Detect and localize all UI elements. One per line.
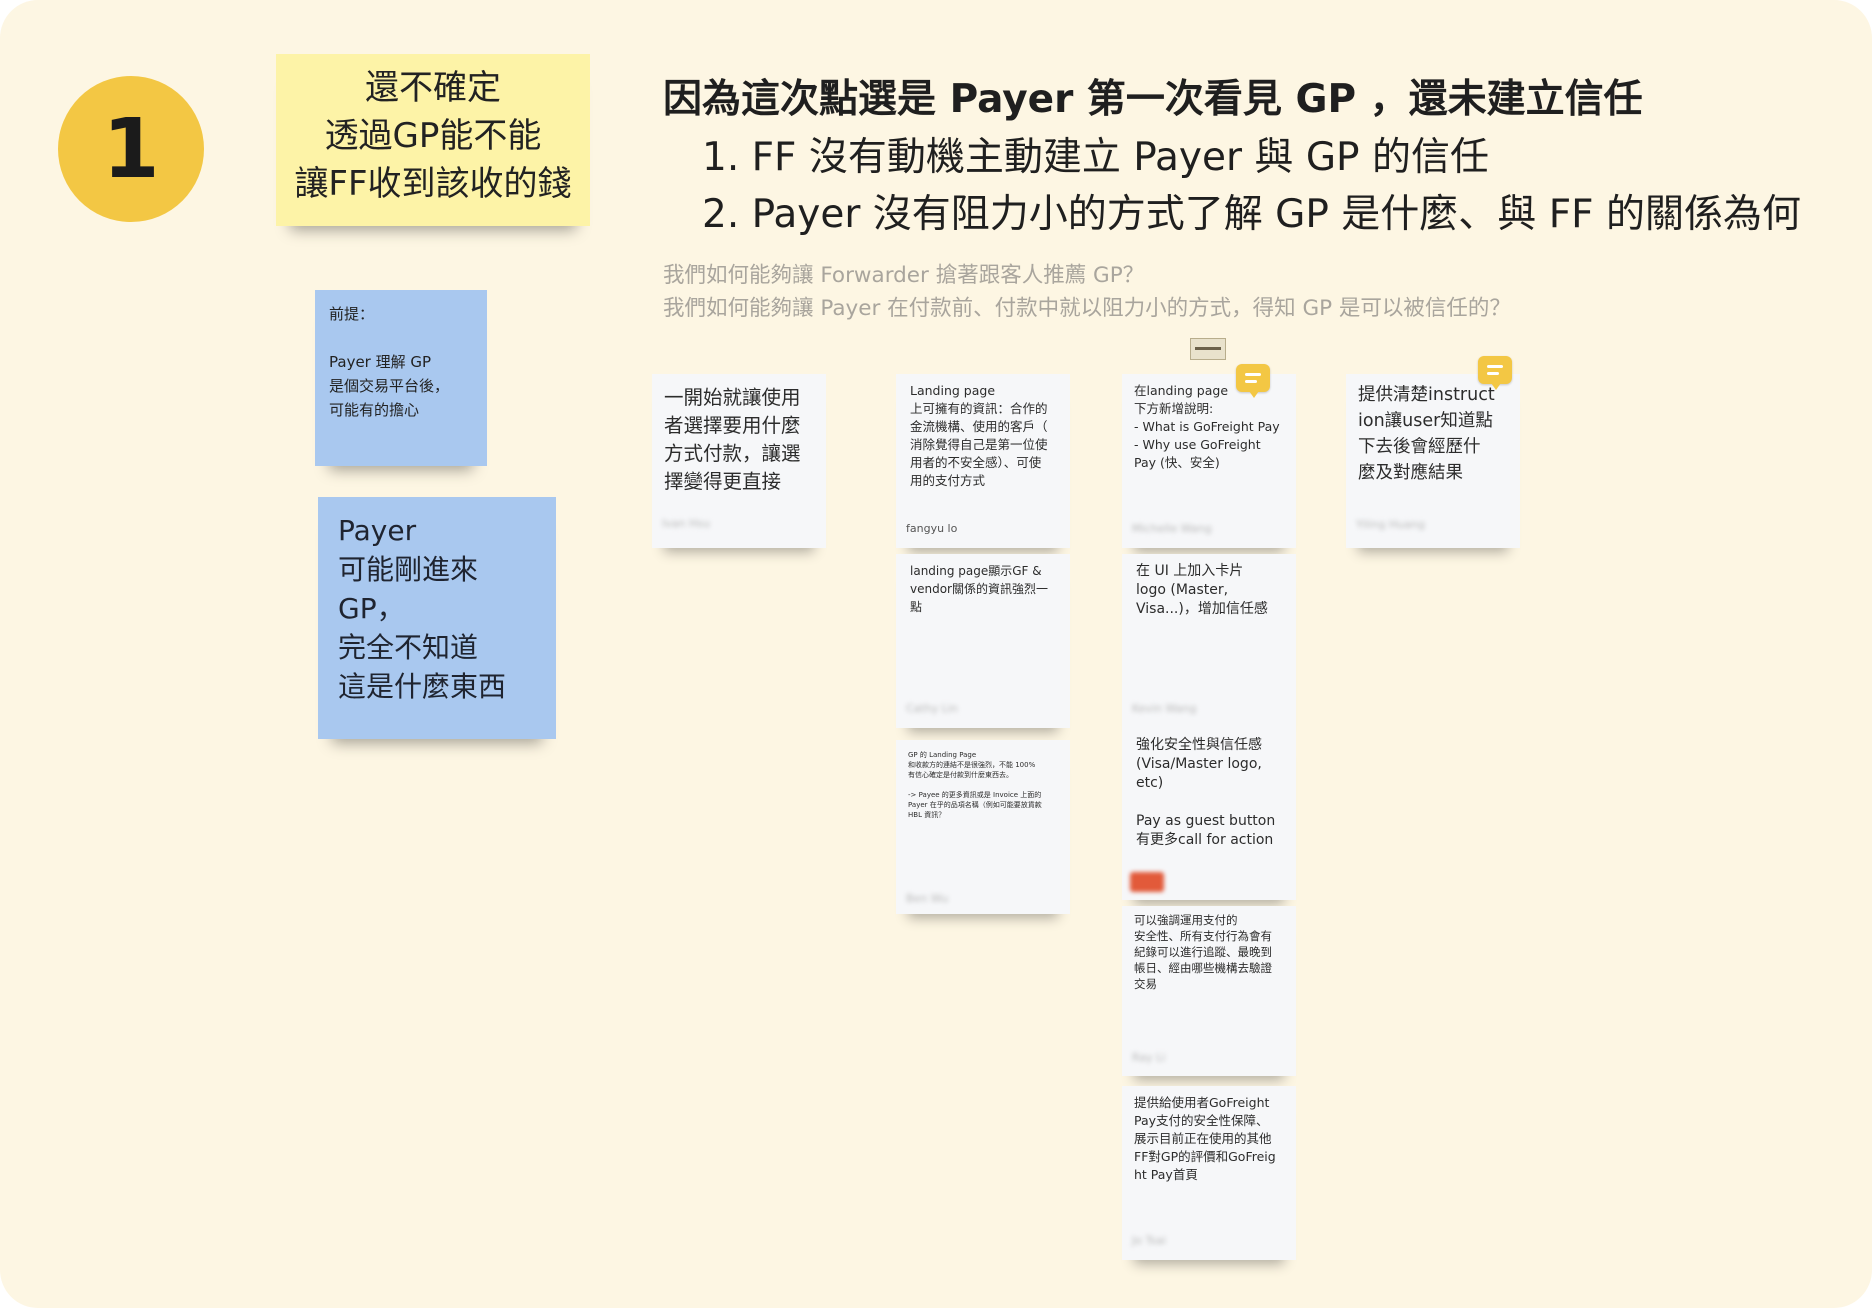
idea-card-author: fangyu lo [906,522,958,535]
idea-card-text: 在landing page 下方新增說明: - What is GoFreigh… [1134,383,1280,470]
comment-icon[interactable] [1478,356,1512,390]
idea-card-text: GP 的 Landing Page 和收款方的連結不是很強烈，不能 100% 有… [908,751,1042,819]
question-sticky-note[interactable]: 還不確定 透過GP能不能 讓FF收到該收的錢 [276,54,590,226]
idea-card-author: Ray Li [1132,1051,1166,1064]
idea-card-author: Jo Tsai [1132,1234,1166,1247]
idea-card-text: Landing page 上可擁有的資訊：合作的 金流機構、使用的客戶（ 消除覺… [910,383,1048,488]
idea-card[interactable]: 強化安全性與信任感 (Visa/Master logo, etc) Pay as… [1122,728,1296,900]
idea-card-text: 提供給使用者GoFreight Pay支付的安全性保障、 展示目前正在使用的其他… [1134,1095,1276,1182]
idea-card-text: 在 UI 上加入卡片 logo (Master, Visa...)，增加信任感 [1136,563,1268,617]
payer-sticky-note[interactable]: Payer 可能剛進來 GP， 完全不知道 這是什麼東西 [318,497,556,739]
payer-text: Payer 可能剛進來 GP， 完全不知道 這是什麼東西 [338,514,507,703]
idea-card[interactable]: Landing page 上可擁有的資訊：合作的 金流機構、使用的客戶（ 消除覺… [896,374,1070,548]
problem-point-2: 2. Payer 沒有阻力小的方式了解 GP 是什麼、與 FF 的關係為何 [702,192,1801,237]
question-line: 透過GP能不能 [324,116,542,156]
idea-card[interactable]: GP 的 Landing Page 和收款方的連結不是很強烈，不能 100% 有… [896,740,1070,914]
problem-headline: 因為這次點選是 Payer 第一次看見 GP ，還未建立信任 [663,77,1643,122]
idea-card[interactable]: 在 UI 上加入卡片 logo (Master, Visa...)，增加信任感 … [1122,554,1296,728]
idea-card-author: Yiling Huang [1356,518,1425,531]
idea-card-text: 可以強調運用支付的 安全性、所有支付行為會有 紀錄可以進行追蹤、最晚到 帳日、經… [1134,913,1272,991]
idea-card-author: Kevin Wang [1132,702,1197,715]
premise-text: 前提： Payer 理解 GP 是個交易平台後， 可能有的擔心 [329,305,450,419]
idea-card[interactable]: 提供給使用者GoFreight Pay支付的安全性保障、 展示目前正在使用的其他… [1122,1086,1296,1260]
idea-card-author: Ben Wu [906,892,949,905]
question-line: 讓FF收到該收的錢 [294,164,572,204]
image-thumbnail-icon[interactable] [1190,338,1226,360]
idea-card[interactable]: 在landing page 下方新增說明: - What is GoFreigh… [1122,374,1296,548]
idea-card-author: Ivan Hsu [662,517,710,530]
idea-card[interactable]: 提供清楚instruct ion讓user知道點 下去後會經歷什 麼及對應結果 … [1346,374,1520,548]
premise-sticky-note[interactable]: 前提： Payer 理解 GP 是個交易平台後， 可能有的擔心 [315,290,487,466]
idea-card-text: 提供清楚instruct ion讓user知道點 下去後會經歷什 麼及對應結果 [1358,385,1495,483]
problem-point-1: 1. FF 沒有動機主動建立 Payer 與 GP 的信任 [702,135,1489,180]
idea-card[interactable]: 可以強調運用支付的 安全性、所有支付行為會有 紀錄可以進行追蹤、最晚到 帳日、經… [1122,906,1296,1076]
idea-card[interactable]: landing page顯示GF & vendor關係的資訊強烈一點 Cathy… [896,554,1070,728]
author-tag-redacted [1130,872,1164,892]
how-might-we-2: 我們如何能夠讓 Payer 在付款前、付款中就以阻力小的方式，得知 GP 是可以… [663,296,1511,321]
idea-card-author: Michelle Wang [1132,522,1212,535]
step-number-badge: 1 [58,76,204,222]
step-number: 1 [102,101,160,197]
comment-icon[interactable] [1236,364,1270,398]
idea-card-text: 強化安全性與信任感 (Visa/Master logo, etc) Pay as… [1136,737,1276,848]
idea-card-author: Cathy Lin [906,702,958,715]
how-might-we-1: 我們如何能夠讓 Forwarder 搶著跟客人推薦 GP？ [663,263,1145,288]
idea-card-text: 一開始就讓使用 者選擇要用什麼 方式付款，讓選 擇變得更直接 [664,386,801,493]
idea-card[interactable]: 一開始就讓使用 者選擇要用什麼 方式付款，讓選 擇變得更直接 Ivan Hsu [652,374,826,548]
question-line: 還不確定 [365,68,501,108]
idea-card-text: landing page顯示GF & vendor關係的資訊強烈一點 [910,564,1048,614]
